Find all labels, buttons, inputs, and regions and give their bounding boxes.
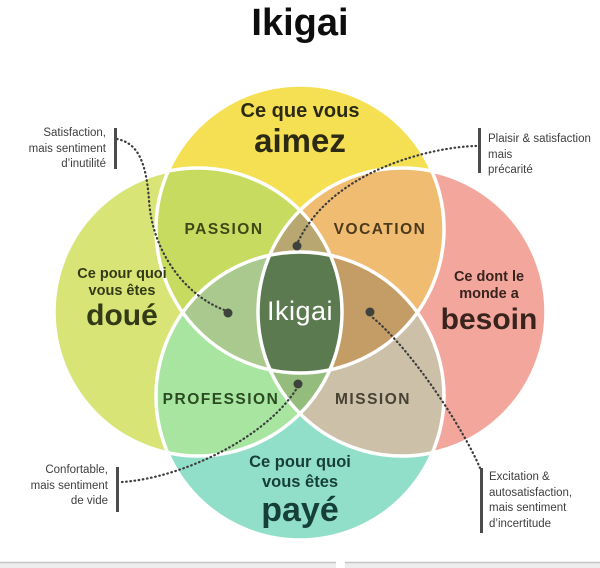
love-good-paid-region	[156, 252, 342, 373]
connector-dot-top	[292, 241, 302, 251]
connector-dot-bottom	[293, 379, 303, 389]
connector-bottom-left	[120, 386, 299, 484]
connector-top-left	[115, 137, 229, 313]
connector-bottom-right	[370, 315, 482, 470]
bottom-edge-strip	[0, 561, 600, 568]
connector-dot-right	[365, 307, 375, 317]
connector-top-right	[296, 144, 478, 244]
love-need-paid-region	[258, 252, 444, 373]
connector-dot-left	[223, 308, 233, 318]
circle-outlines	[52, 83, 548, 542]
good-need-paid-region	[258, 252, 342, 456]
